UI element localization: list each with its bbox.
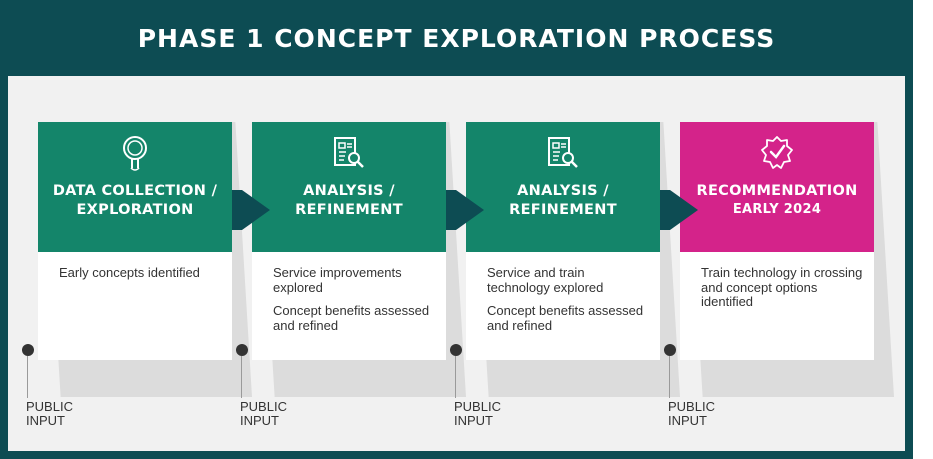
step-card-1: DATA COLLECTION / EXPLORATION Early conc…: [38, 122, 252, 397]
public-input-line: [669, 356, 670, 398]
step-card-3: ANALYSIS / REFINEMENT Service and train …: [466, 122, 680, 397]
arrow-tail: [232, 190, 242, 230]
step-1-point-1: Early concepts identified: [59, 265, 200, 280]
document-search-icon: [548, 137, 578, 168]
step-body-2: Service improvements explored Concept be…: [252, 252, 446, 360]
frame: PHASE 1 CONCEPT EXPLORATION PROCESS DATA…: [0, 0, 913, 459]
step-body-3: Service and train technology explored Co…: [466, 252, 660, 360]
arrow-tail: [446, 190, 456, 230]
document-search-icon: [334, 137, 364, 168]
step-3-point-2: Concept benefits assessed and refined: [487, 303, 644, 333]
step-card-4: RECOMMENDATION EARLY 2024 Train technolo…: [680, 122, 894, 397]
arrow-right-icon: [242, 190, 270, 230]
arrow-tail: [660, 190, 670, 230]
public-input-dot: [236, 344, 248, 356]
magnifier-icon: [123, 136, 147, 171]
public-input-dot: [664, 344, 676, 356]
step-title-3: ANALYSIS / REFINEMENT: [509, 183, 617, 218]
public-input-line: [241, 356, 242, 398]
step-2-point-1: Service improvements explored: [273, 265, 402, 295]
step-title-4: RECOMMENDATION: [696, 183, 858, 199]
step-title-1: DATA COLLECTION / EXPLORATION: [52, 183, 218, 218]
process-stage: DATA COLLECTION / EXPLORATION Early conc…: [8, 76, 905, 451]
public-input-dot: [450, 344, 462, 356]
step-header-3: ANALYSIS / REFINEMENT: [466, 122, 660, 252]
step-header-1: DATA COLLECTION / EXPLORATION: [38, 122, 232, 252]
public-input-line: [27, 356, 28, 398]
arrow-right-icon: [670, 190, 698, 230]
step-card-2: ANALYSIS / REFINEMENT Service improvemen…: [252, 122, 466, 397]
step-body-4: Train technology in crossing and concept…: [680, 252, 874, 360]
step-body-1: Early concepts identified: [38, 252, 232, 360]
step-4-point-1: Train technology in crossing and concept…: [701, 265, 863, 309]
arrow-right-icon: [456, 190, 484, 230]
step-header-2: ANALYSIS / REFINEMENT: [252, 122, 446, 252]
step-header-4: RECOMMENDATION EARLY 2024: [680, 122, 874, 252]
step-title-2: ANALYSIS / REFINEMENT: [295, 183, 403, 218]
step-2-point-2: Concept benefits assessed and refined: [273, 303, 430, 333]
step-3-point-1: Service and train technology explored: [487, 265, 604, 295]
public-input-dot: [22, 344, 34, 356]
page-title: PHASE 1 CONCEPT EXPLORATION PROCESS: [137, 23, 776, 53]
public-input-line: [455, 356, 456, 398]
badge-check-icon: [761, 136, 793, 169]
step-subtitle-4: EARLY 2024: [732, 202, 822, 217]
